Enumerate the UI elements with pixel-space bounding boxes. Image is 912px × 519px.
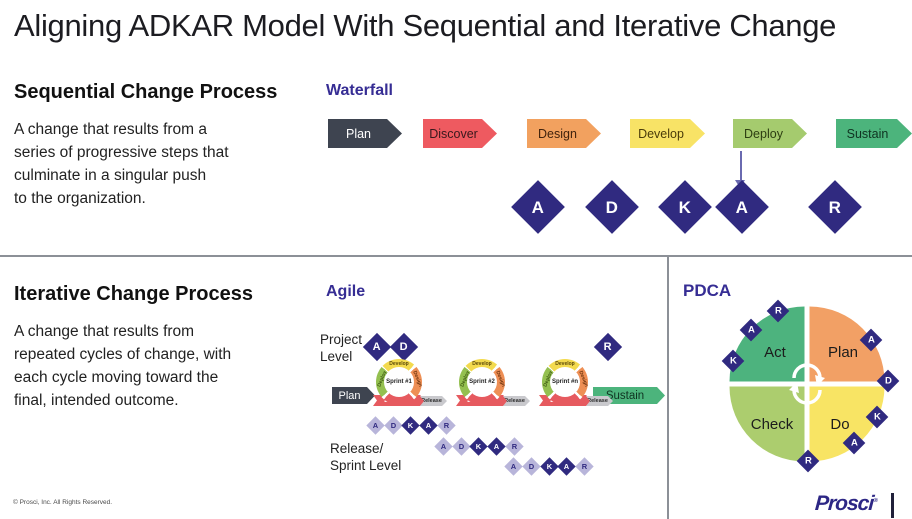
stage-label: Deploy — [744, 126, 783, 141]
sprint-ring-1: Develop Design Deploy Sprint #1 — [376, 359, 423, 405]
pdca-quadrant-do — [809, 386, 885, 462]
pdca-label-plan: Plan — [828, 344, 858, 361]
sprint-adkar-row1-k: K — [401, 416, 420, 435]
waterfall-stage-design: Design — [527, 119, 601, 148]
waterfall-stage-discover: Discover — [423, 119, 497, 148]
pdca-wheel: Act Plan Check Do — [729, 306, 885, 462]
agile-plan-chevron: Plan — [332, 387, 375, 404]
sprint-adkar-row3-d: D — [522, 457, 541, 476]
waterfall-stage-deploy: Deploy — [733, 119, 807, 148]
sprint-adkar-row2-k: K — [469, 437, 488, 456]
cycle-arrow-bottom — [792, 389, 822, 405]
stage-label: Discover — [429, 126, 478, 141]
sprint-adkar-row1-d: D — [384, 416, 403, 435]
stage-label: Design — [538, 126, 577, 141]
sequential-description: A change that results from a series of p… — [14, 121, 229, 207]
sprint-adkar-row3-r: R — [575, 457, 594, 476]
phase-develop-label: Develop — [555, 361, 575, 367]
stage-label: Plan — [345, 126, 372, 141]
sprint-adkar-row2-a: A — [434, 437, 453, 456]
waterfall-stage-sustain: Sustain — [836, 119, 912, 148]
horizontal-divider — [0, 255, 912, 257]
adkar-diamond-k: K — [658, 180, 712, 234]
project-adkar-r: R — [593, 332, 623, 362]
pdca-label-check: Check — [751, 416, 794, 433]
sprint-adkar-row2-r: R — [505, 437, 524, 456]
adkar-diamond-a1: A — [511, 180, 565, 234]
stage-label: Sustain — [846, 126, 889, 141]
pdca-label-do: Do — [830, 416, 849, 433]
sprint-name: Sprint #2 — [467, 367, 497, 397]
sprint-ring-2: Develop Design Deploy Sprint #2 — [459, 359, 506, 405]
sprint-adkar-row1-a2: A — [419, 416, 438, 435]
cycle-arrow-bottom-head — [789, 382, 799, 393]
page-title: Aligning ADKAR Model With Sequential and… — [14, 8, 837, 43]
deploy-drop-arrow-line — [740, 151, 742, 181]
cycle-arrow-top-head — [815, 375, 825, 386]
release-chevron-2: Release — [503, 396, 530, 406]
sprint-name: Sprint #1 — [384, 367, 414, 397]
copyright-text: © Prosci, Inc. All Rights Reserved. — [13, 499, 113, 506]
iterative-heading: Iterative Change Process — [14, 283, 253, 305]
adkar-diamond-r: R — [808, 180, 862, 234]
sprint-adkar-row3-a2: A — [557, 457, 576, 476]
sprint-adkar-row1-a: A — [366, 416, 385, 435]
phase-develop-label: Develop — [389, 361, 409, 367]
release-chevron-1: Release — [420, 396, 447, 406]
registered-mark: ® — [873, 498, 878, 504]
iterative-description: A change that results from repeated cycl… — [14, 323, 232, 409]
project-adkar-d: D — [389, 332, 419, 362]
sprint-level-label: Release/ Sprint Level — [330, 441, 402, 473]
pdca-quadrant-check — [729, 386, 805, 462]
adkar-diamond-a2: A — [715, 180, 769, 234]
pdca-heading: PDCA — [683, 281, 732, 300]
pdca-quadrant-act — [729, 306, 805, 382]
sprint-name: Sprint #n — [550, 367, 580, 397]
cycle-arrow-top — [792, 363, 822, 379]
sprint-adkar-row2-a2: A — [487, 437, 506, 456]
release-chevron-3: Release — [586, 396, 613, 406]
adkar-diamond-d: D — [585, 180, 639, 234]
sequential-heading: Sequential Change Process — [14, 81, 278, 103]
sprint-adkar-row3-a: A — [504, 457, 523, 476]
waterfall-stage-develop: Develop — [630, 119, 705, 148]
phase-develop-label: Develop — [472, 361, 492, 367]
sprint-ring-3: Develop Design Deploy Sprint #n — [542, 359, 589, 405]
waterfall-stage-plan: Plan — [328, 119, 402, 148]
project-adkar-a: A — [362, 332, 392, 362]
logo-divider-bar — [891, 493, 894, 518]
agile-heading: Agile — [326, 283, 366, 300]
waterfall-heading: Waterfall — [326, 82, 393, 99]
project-level-label: Project Level — [320, 332, 363, 364]
sprint-adkar-row1-r: R — [437, 416, 456, 435]
stage-label: Develop — [638, 126, 684, 141]
pdca-quadrant-plan — [809, 306, 885, 382]
vertical-divider — [667, 256, 669, 519]
prosci-logo: Prosci® — [814, 492, 878, 515]
sprint-adkar-row3-k: K — [540, 457, 559, 476]
sprint-adkar-row2-d: D — [452, 437, 471, 456]
pdca-label-act: Act — [764, 344, 787, 361]
